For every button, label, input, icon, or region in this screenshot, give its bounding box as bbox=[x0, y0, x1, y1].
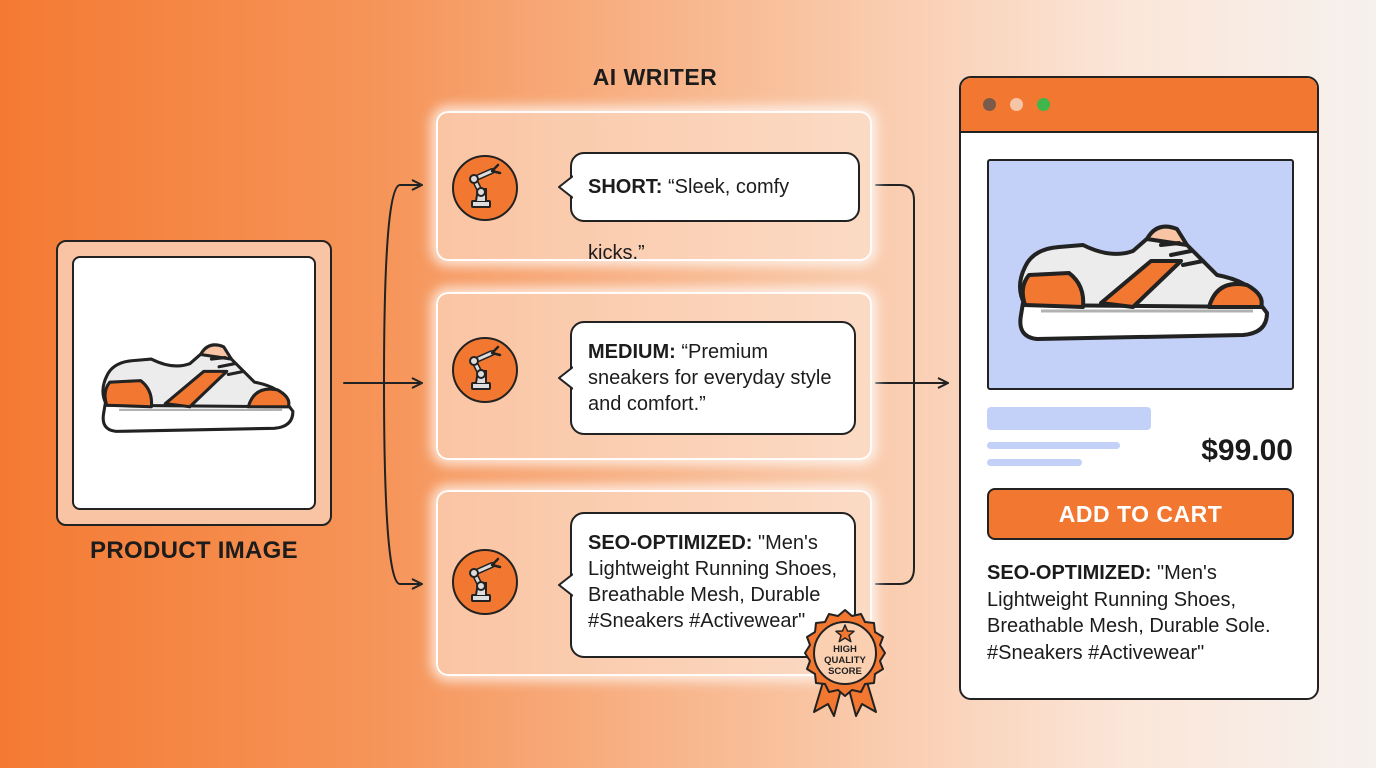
description-text: "Men's Lightweight Running Shoes, Breath… bbox=[987, 562, 1271, 664]
star-icon bbox=[835, 624, 855, 643]
bubble-tail bbox=[558, 573, 573, 597]
product-price: $99.00 bbox=[1201, 434, 1293, 467]
output-medium-bubble: MEDIUM: “Premium sneakers for everyday s… bbox=[558, 321, 856, 435]
sneaker-icon bbox=[1011, 215, 1271, 345]
arrow-to-short bbox=[383, 179, 423, 384]
browser-window: $99.00 ADD TO CART SEO-OPTIMIZED: "Men's… bbox=[959, 76, 1319, 700]
ai-writer-title: AI WRITER bbox=[592, 64, 718, 90]
output-short-bubble: SHORT: “Sleek, comfy kicks.” bbox=[558, 152, 860, 264]
output-short-label: SHORT: bbox=[588, 176, 663, 198]
browser-title-bar bbox=[961, 78, 1317, 133]
window-dot-maximize[interactable] bbox=[1037, 98, 1050, 111]
quality-badge: HIGH QUALITY SCORE bbox=[800, 608, 890, 718]
robot-arm-icon bbox=[452, 549, 518, 615]
product-image-card bbox=[56, 240, 332, 526]
output-medium-label: MEDIUM: bbox=[588, 341, 676, 363]
text-placeholder-line bbox=[987, 459, 1082, 466]
title-placeholder bbox=[987, 407, 1151, 430]
connector-short-out bbox=[875, 184, 915, 384]
add-to-cart-button[interactable]: ADD TO CART bbox=[987, 488, 1294, 540]
window-dot-minimize[interactable] bbox=[1010, 98, 1023, 111]
text-placeholder-line bbox=[987, 442, 1120, 449]
badge-line-2: QUALITY bbox=[824, 655, 866, 666]
bubble-tail bbox=[558, 175, 573, 199]
product-image-caption: PRODUCT IMAGE bbox=[90, 537, 298, 564]
connector-seo-out bbox=[875, 382, 915, 585]
description-label: SEO-OPTIMIZED: bbox=[987, 562, 1152, 584]
arrow-to-seo bbox=[383, 382, 423, 590]
window-dot-close[interactable] bbox=[983, 98, 996, 111]
bubble-tail bbox=[558, 366, 573, 390]
output-seo-text: "Men's Lightweight Running Shoes, Breath… bbox=[588, 532, 838, 632]
product-photo bbox=[987, 159, 1294, 390]
output-seo-label: SEO-OPTIMIZED: bbox=[588, 532, 753, 554]
robot-arm-icon bbox=[452, 155, 518, 221]
product-description: SEO-OPTIMIZED: "Men's Lightweight Runnin… bbox=[987, 560, 1302, 666]
robot-arm-icon bbox=[452, 337, 518, 403]
output-seo-bubble: SEO-OPTIMIZED: "Men's Lightweight Runnin… bbox=[558, 512, 856, 658]
output-medium-text: “Premium sneakers for everyday style and… bbox=[588, 341, 832, 415]
badge-line-1: HIGH bbox=[833, 644, 857, 655]
output-short-text: “Sleek, comfy kicks.” bbox=[588, 176, 790, 264]
sneaker-icon bbox=[96, 336, 296, 436]
product-image-frame bbox=[72, 256, 316, 510]
badge-line-3: SCORE bbox=[828, 666, 862, 677]
